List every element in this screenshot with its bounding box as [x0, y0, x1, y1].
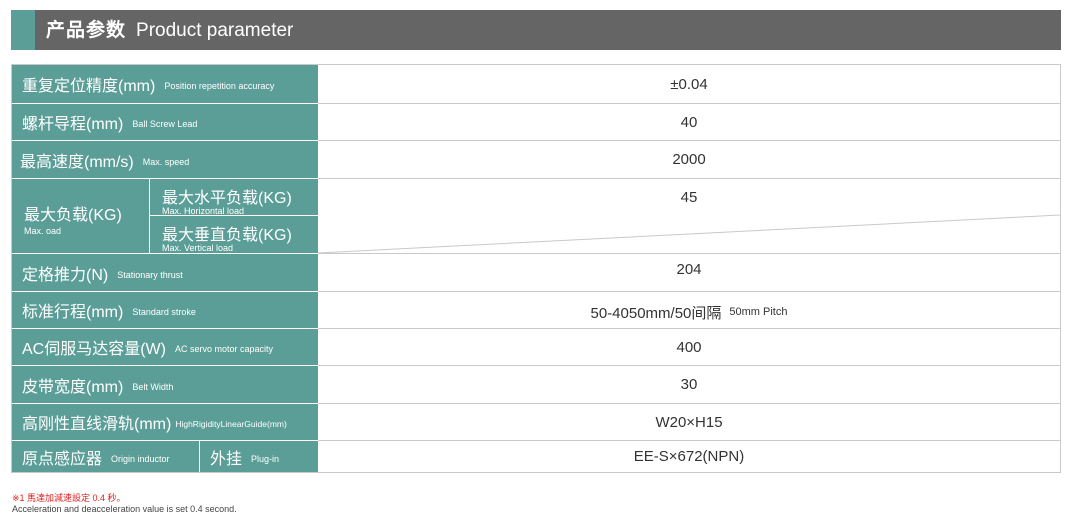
label-divider	[12, 403, 318, 404]
label-origin-inductor: 原点感应器 Origin inductor	[12, 441, 199, 472]
label-zh: 皮带宽度(mm)	[22, 378, 124, 396]
label-en: Origin inductor	[111, 453, 170, 464]
label-en: Position repetition accuracy	[164, 81, 275, 91]
value-max-speed: 2000	[672, 151, 706, 168]
label-standard-stroke: 标准行程(mm) Standard stroke	[12, 292, 318, 328]
label-zh: 定格推力(N)	[22, 266, 109, 284]
label-divider	[12, 253, 318, 254]
value-ball-screw-lead: 40	[680, 113, 698, 131]
row-divider	[318, 253, 1060, 254]
value-max-horizontal-load: 45	[680, 188, 698, 206]
value-linear-guide: W20×H15	[655, 413, 723, 431]
label-zh: 螺杆导程(mm)	[22, 116, 124, 133]
section-header: 产品参数 Product parameter	[11, 10, 1061, 50]
value-position-accuracy: ±0.04	[670, 75, 708, 93]
row-divider	[318, 140, 1060, 141]
label-en: Max. Horizontal load	[162, 206, 245, 215]
label-linear-guide: 高刚性直线滑轨(mm)HighRigidityLinearGuide(mm)	[12, 404, 318, 440]
section-title-zh: 产品参数	[46, 20, 127, 41]
label-max-horizontal-load: 最大水平负载(KG) Max. Horizontal load	[150, 179, 318, 215]
parameter-table: 重复定位精度(mm) Position repetition accuracy ±…	[11, 64, 1061, 473]
label-divider-vertical	[199, 441, 200, 472]
label-zh: AC伺服马达容量(W)	[22, 341, 166, 358]
label-stationary-thrust: 定格推力(N) Stationary thrust	[12, 254, 318, 291]
row-divider	[318, 403, 1060, 404]
label-zh: 最高速度(mm/s)	[20, 153, 134, 171]
label-divider	[12, 328, 318, 329]
label-zh: 最大垂直负载(KG)	[162, 227, 292, 244]
section-title-en: Product parameter	[136, 20, 294, 41]
label-en: HighRigidityLinearGuide(mm)	[175, 419, 287, 429]
label-plug-in: 外挂 Plug-in	[200, 441, 318, 472]
footnote-en: Acceleration and deacceleration value is…	[12, 504, 237, 514]
label-ball-screw-lead: 螺杆导程(mm) Ball Screw Lead	[12, 104, 318, 140]
row-divider	[318, 291, 1060, 292]
label-zh: 高刚性直线滑轨(mm)	[22, 416, 172, 433]
label-en: Plug-in	[251, 453, 280, 464]
label-divider-vertical	[149, 179, 150, 253]
label-divider	[150, 215, 318, 216]
label-divider	[12, 140, 318, 141]
label-divider	[12, 178, 318, 179]
label-en: Belt Width	[132, 381, 174, 392]
label-en: AC servo motor capacity	[175, 344, 274, 354]
label-en: Max. Vertical load	[162, 243, 234, 253]
stroke-value: 50-4050mm/50间隔	[590, 304, 722, 322]
label-zh: 标准行程(mm)	[22, 304, 124, 321]
label-en: Max. oad	[24, 226, 62, 236]
label-belt-width: 皮带宽度(mm) Belt Width	[12, 366, 318, 403]
section-title: 产品参数 Product parameter	[46, 10, 293, 50]
label-en: Ball Screw Lead	[132, 119, 198, 129]
label-divider	[12, 365, 318, 366]
label-divider	[12, 103, 318, 104]
label-zh: 重复定位精度(mm)	[22, 78, 156, 95]
label-position-accuracy: 重复定位精度(mm) Position repetition accuracy	[12, 65, 318, 103]
stroke-pitch: 50mm Pitch	[729, 306, 788, 318]
label-zh: 最大负载(KG)	[24, 207, 122, 224]
label-max-load: 最大负载(KG) Max. oad	[12, 179, 149, 253]
label-en: Max. speed	[142, 156, 190, 167]
row-divider	[318, 365, 1060, 366]
label-servo-capacity: AC伺服马达容量(W) AC servo motor capacity	[12, 329, 318, 365]
value-standard-stroke: 50-4050mm/50间隔 50mm Pitch	[318, 292, 1060, 332]
label-zh: 外挂	[210, 450, 243, 468]
label-zh: 最大水平负载(KG)	[162, 190, 292, 207]
label-en: Standard stroke	[132, 307, 196, 317]
row-divider	[318, 103, 1060, 104]
label-en: Stationary thrust	[117, 269, 183, 280]
row-divider	[318, 178, 1060, 179]
value-stationary-thrust: 204	[676, 260, 702, 278]
label-max-speed: 最高速度(mm/s) Max. speed	[12, 141, 318, 178]
label-zh: 原点感应器	[22, 450, 103, 468]
label-divider	[12, 440, 318, 441]
value-servo-capacity: 400	[676, 338, 702, 356]
label-divider	[12, 291, 318, 292]
row-divider	[318, 328, 1060, 329]
value-origin-inductor: EE-S×672(NPN)	[633, 448, 745, 465]
footnote-zh: ※1 馬達加減速設定 0.4 秒。	[12, 493, 126, 503]
diagonal-divider	[318, 214, 1060, 253]
row-divider	[318, 440, 1060, 441]
header-accent-bar	[11, 10, 35, 50]
label-max-vertical-load: 最大垂直负载(KG) Max. Vertical load	[150, 216, 318, 253]
value-belt-width: 30	[680, 376, 698, 393]
